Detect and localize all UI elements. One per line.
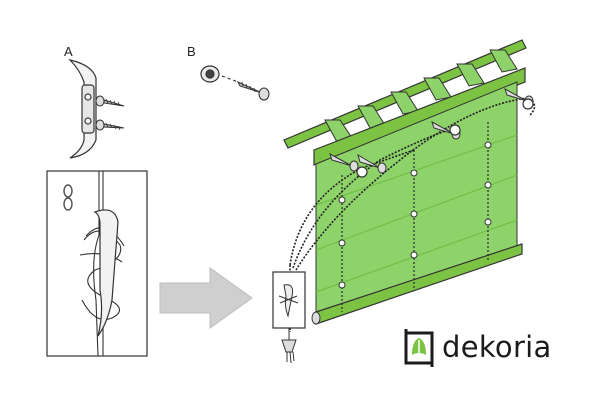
cleat-hook-icon [68,58,97,159]
brand-logo: dekoria [402,325,552,369]
header-band [313,67,526,166]
wall-cleat-box [272,271,306,329]
tab-loops [324,49,518,143]
screw-icon [236,80,270,101]
cord-rings [338,141,492,289]
leaf-in-frame-icon [404,329,434,367]
direction-arrow-icon [159,267,253,329]
part-b-label: B [187,44,196,59]
cord-wrap-detail [46,170,148,357]
part-a-label: A [64,44,73,59]
wall-plug-icon [200,65,239,83]
cleat-hook-icon [93,209,119,337]
roman-blind [283,39,536,332]
screw-icon [95,95,125,131]
cord-pull-icon [281,328,297,364]
brand-name: dekoria [442,330,552,364]
figure-eight-icon [63,184,73,211]
eyelets [356,98,534,178]
